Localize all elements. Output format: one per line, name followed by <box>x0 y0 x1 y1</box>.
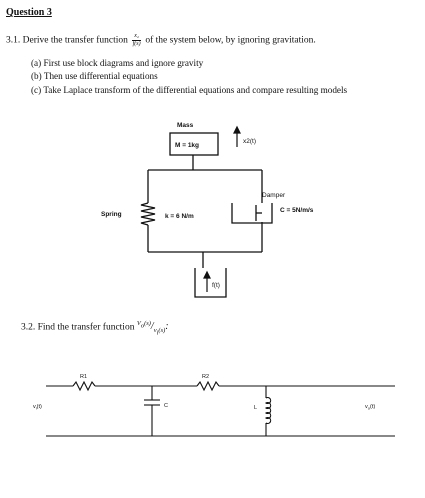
l-label: L <box>254 405 257 411</box>
c-label: C <box>164 403 168 409</box>
spring-coil <box>140 202 156 226</box>
transfer-function-fraction: x₂ f(s) <box>132 33 141 48</box>
force-base <box>194 268 227 298</box>
part-c: (c) Take Laplace transform of the differ… <box>31 85 348 95</box>
fraction-numerator: x₂ <box>132 33 141 41</box>
q2-prefix: 3.2. Find the transfer function <box>21 322 135 333</box>
question-3-1: 3.1. Derive the transfer function x₂ f(s… <box>6 33 316 48</box>
force-arrow-head <box>203 270 211 279</box>
inductor-coil <box>265 396 272 425</box>
spring-value: k = 6 N/m <box>165 213 194 220</box>
question-3-2: 3.2. Find the transfer function Vo(s)/vi… <box>21 320 169 337</box>
q1-prefix: 3.1. Derive the transfer function <box>6 35 128 46</box>
part-b: (b) Then use differential equations <box>31 71 158 81</box>
x2-label: x2(t) <box>243 138 256 145</box>
q1-suffix: of the system below, by ignoring gravita… <box>145 35 316 46</box>
r2-label: R2 <box>202 374 209 380</box>
question-heading: Question 3 <box>6 7 52 18</box>
x2-arrow-head <box>233 125 241 134</box>
vout-label: vo(t) <box>365 404 375 411</box>
vin-label: vi(t) <box>33 404 42 411</box>
spring-label: Spring <box>101 211 122 218</box>
damper-label: Damper <box>262 192 286 199</box>
fraction-denominator: f(s) <box>132 41 141 47</box>
r1-label: R1 <box>80 374 87 380</box>
resistor-r1 <box>72 380 96 392</box>
mass-label: Mass <box>177 122 194 129</box>
damper-value: C = 5N/m/s <box>280 207 314 214</box>
force-label: f(t) <box>212 282 220 289</box>
transfer-function-2: Vo(s)/vi(s): <box>136 320 169 337</box>
mass-box <box>169 132 219 156</box>
part-a: (a) First use block diagrams and ignore … <box>31 58 204 68</box>
resistor-r2 <box>196 380 220 392</box>
mass-value: M = 1kg <box>175 142 199 149</box>
damper-cylinder <box>231 203 273 224</box>
